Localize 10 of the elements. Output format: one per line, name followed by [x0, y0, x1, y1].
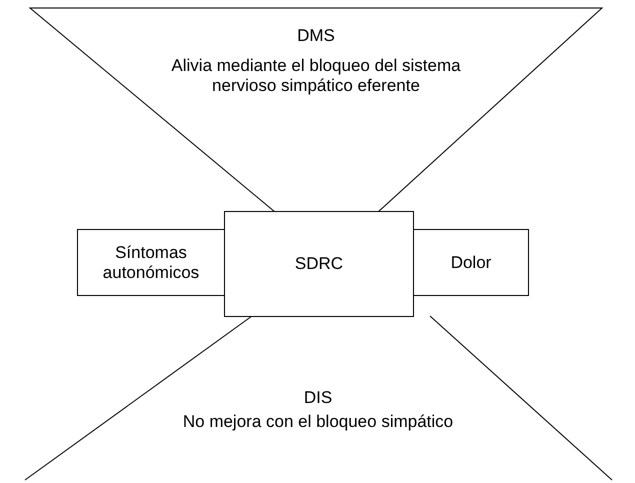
box-label: SDRC	[294, 254, 344, 274]
box-label: Dolor	[450, 252, 492, 272]
section-description: No mejora con el bloqueo simpático	[182, 412, 454, 432]
side-box	[77, 229, 225, 296]
section-description: Alivia mediante el bloqueo del sistema nervioso simpático eferente	[170, 56, 462, 96]
box-label: Síntomas autonómicos	[102, 242, 200, 282]
section-heading: DMS	[296, 26, 336, 46]
side-box	[413, 229, 529, 296]
section-heading: DIS	[302, 388, 334, 408]
center-box	[224, 211, 414, 317]
